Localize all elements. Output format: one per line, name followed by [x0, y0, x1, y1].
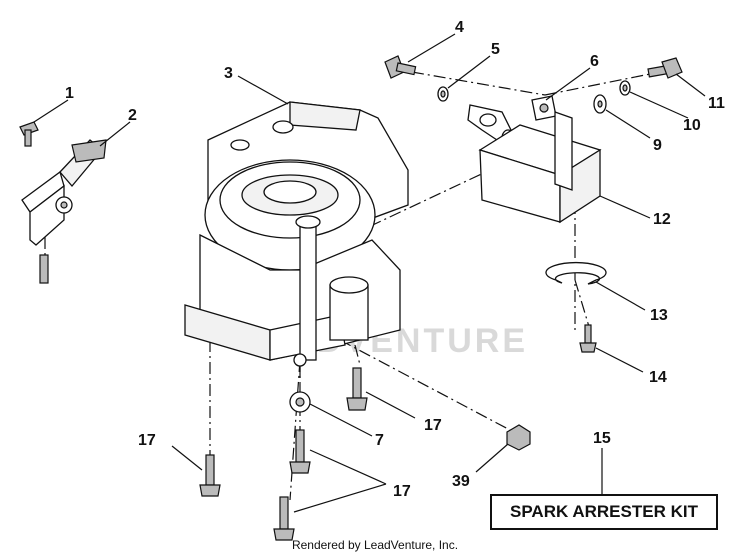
callout-9: 9: [653, 137, 662, 154]
part-7-lock-washer: [289, 391, 311, 413]
footer-credit: Rendered by LeadVenture, Inc.: [291, 538, 459, 552]
bolt-17-b: [289, 429, 311, 474]
callout-6: 6: [590, 53, 599, 70]
bolt-17-c: [346, 367, 368, 411]
part-39-nut: [506, 424, 531, 451]
part-5-washer: [437, 86, 449, 102]
callout-2: 2: [128, 107, 137, 124]
callout-11: 11: [708, 95, 725, 112]
part-14-screw: [579, 324, 597, 353]
callout-12: 12: [653, 211, 671, 228]
callout-17-c: 17: [393, 483, 411, 500]
part-9-washer: [593, 94, 607, 114]
callout-1: 1: [65, 85, 74, 102]
bolt-17-a: [199, 454, 221, 497]
callout-4: 4: [455, 19, 464, 36]
callout-39: 39: [452, 473, 470, 490]
part-10-washer: [619, 80, 631, 96]
part-6-gasket: [531, 95, 557, 121]
callout-10: 10: [683, 117, 701, 134]
part-4-bolt: [384, 55, 417, 79]
part-13-arrester-screen: [545, 261, 607, 285]
callout-5: 5: [491, 41, 500, 58]
leader-lines: [33, 33, 706, 513]
part-12-muffler: [478, 111, 602, 224]
callout-17-a: 17: [138, 432, 156, 449]
callout-13: 13: [650, 307, 668, 324]
callout-numbers: 1 2 3 4 5 6 7 9 10 11 12 13 14 15 17 17 …: [65, 19, 725, 500]
callout-17-b: 17: [424, 417, 442, 434]
callout-14: 14: [649, 369, 667, 386]
part-3-engine: [184, 101, 409, 378]
callout-3: 3: [224, 65, 233, 82]
bolt-17-d: [273, 496, 295, 541]
spark-arrester-kit-label: SPARK ARRESTER KIT: [490, 494, 718, 530]
part-1-bolt: [19, 121, 39, 147]
callout-7: 7: [375, 432, 384, 449]
callout-15: 15: [593, 430, 611, 447]
part-17-bolts: [199, 367, 368, 541]
part-11-bolt: [647, 57, 683, 79]
part-2-throttle-control: [21, 139, 107, 284]
